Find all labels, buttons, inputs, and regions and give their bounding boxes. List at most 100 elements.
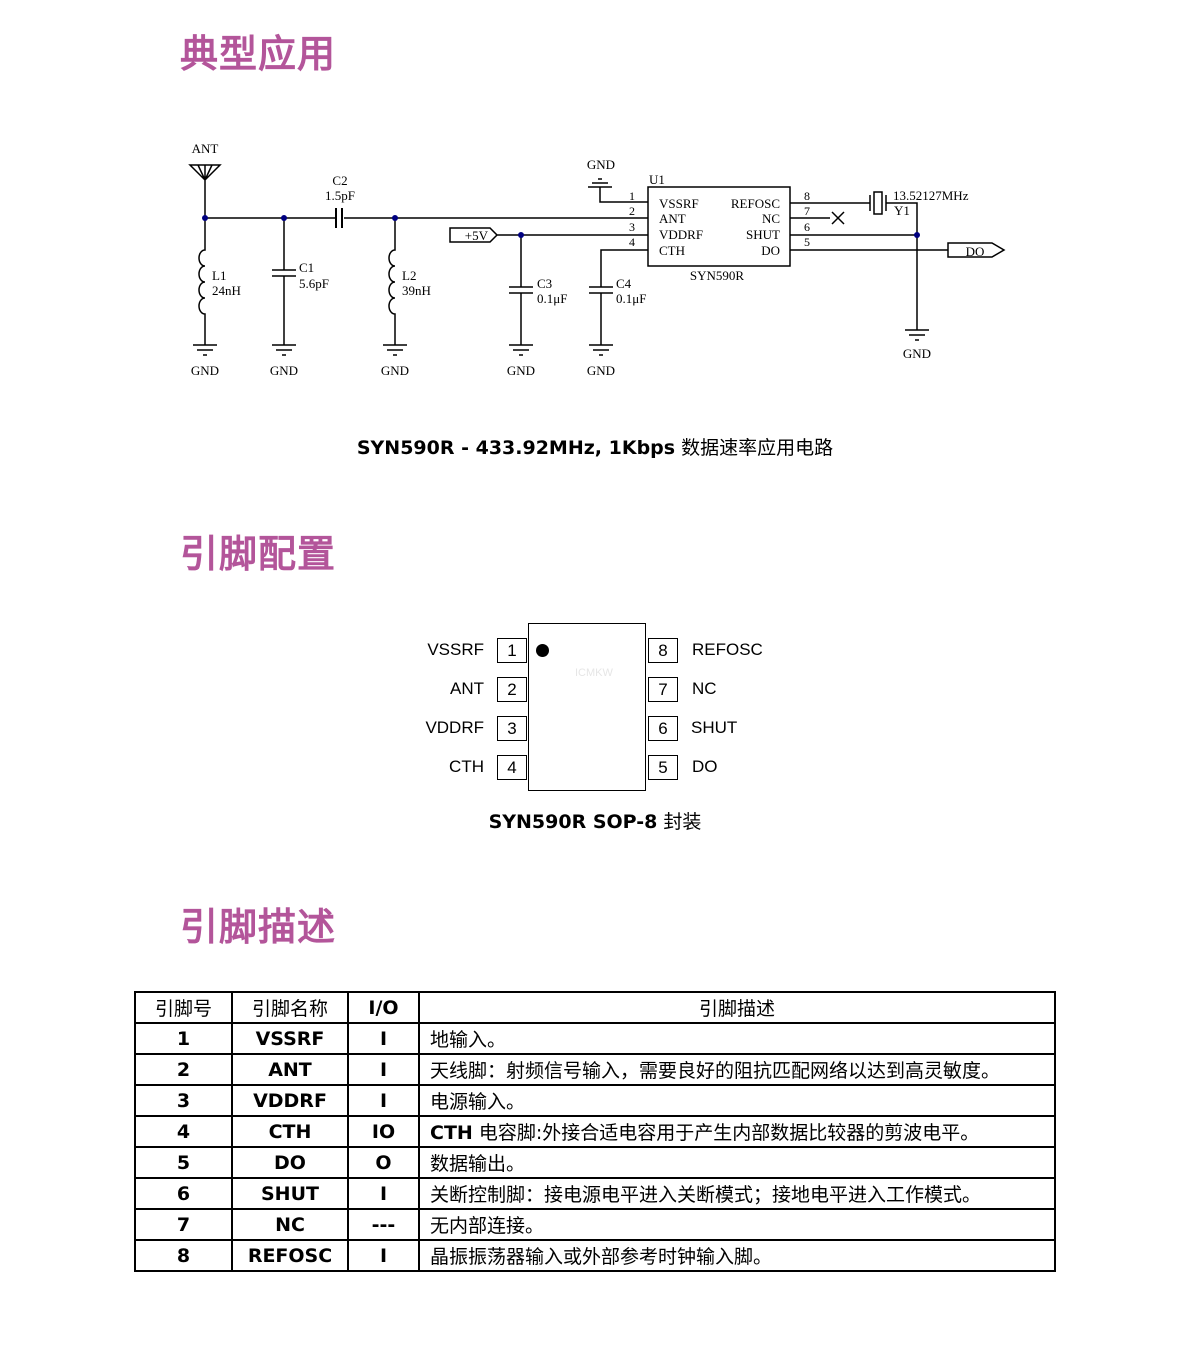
description-cell: 地输入。 [418,1022,1056,1055]
pin-name-cell: DO [231,1146,349,1179]
io-cell: I [347,1239,420,1272]
io-cell: --- [347,1208,420,1241]
io-cell: I [347,1084,420,1117]
pin-name: ANT [659,211,686,226]
description-cell: 天线脚：射频信号输入，需要良好的阻抗匹配网络以达到高灵敏度。 [418,1053,1056,1086]
c2-value: 1.5pF [325,188,355,203]
section-title-typical-application: 典型应用 [180,32,337,76]
pin-box: 5 [648,755,678,780]
caption-bold: SYN590R SOP-8 [488,811,658,833]
c1-value: 5.6pF [299,276,329,291]
watermark: ICMKW [575,667,613,679]
io-cell: I [347,1053,420,1086]
pin-box: 6 [648,716,678,741]
gnd-label: GND [903,346,931,361]
header-pin-number: 引脚号 [134,991,233,1024]
pin-name: DO [761,243,780,258]
pin-number-cell: 6 [134,1177,233,1210]
junction-dot [914,232,920,238]
pin-name: NC [762,211,780,226]
description-cell: 电源输入。 [418,1084,1056,1117]
do-port-label: DO [966,244,985,259]
application-schematic: ANT C2 1.5pF L1 24nH C1 5.6pF L2 39nH +5… [188,141,1006,378]
crystal-frequency: 13.52127MHz [893,188,969,203]
description-cell: 无内部连接。 [418,1208,1056,1241]
c4-label: C4 [616,276,632,291]
gnd-label: GND [191,363,219,378]
pin-name: REFOSC [731,196,780,211]
description-text: 天线脚：射频信号输入，需要良好的阻抗匹配网络以达到高灵敏度。 [430,1060,1001,1082]
gnd-label: GND [587,157,615,172]
pin-number: 8 [804,189,810,203]
pin1-dot [536,644,549,657]
pin-number: 7 [804,204,810,218]
pin-name: VSSRF [659,196,699,211]
gnd-label: GND [381,363,409,378]
pin-name: VDDRF [659,227,703,242]
io-cell: I [347,1022,420,1055]
pin-name: SHUT [746,227,780,242]
description-bold: CTH [430,1122,473,1144]
pin-number: 3 [629,220,635,234]
package-caption: SYN590R SOP-8 封装 [0,807,1190,834]
io-cell: IO [347,1115,420,1148]
ic-package [528,623,646,791]
pin-label: ANT [450,679,484,698]
description-text: 电容脚:外接合适电容用于产生内部数据比较器的剪波电平。 [472,1122,980,1144]
gnd-label: GND [587,363,615,378]
pin-name-cell: CTH [231,1115,349,1148]
description-text: 电源输入。 [430,1091,526,1113]
pin-number-cell: 1 [134,1022,233,1055]
pin-label: NC [692,679,717,698]
u1-label: U1 [649,172,665,187]
description-text: 地输入。 [430,1029,507,1051]
description-cell: 晶振振荡器输入或外部参考时钟输入脚。 [418,1239,1056,1272]
description-text: 数据输出。 [430,1153,526,1175]
ant-label: ANT [192,141,219,156]
junction-dot [281,215,287,221]
caption-text: 封装 [657,811,702,833]
l1-value: 24nH [212,283,241,298]
pin-box: 8 [648,638,678,663]
pin-label: CTH [449,757,484,776]
junction-dot [392,215,398,221]
pin-number-cell: 7 [134,1208,233,1241]
pin-box: 2 [497,677,527,702]
junction-dot [518,232,524,238]
table-header-row: 引脚号 引脚名称 I/O 引脚描述 [134,991,1056,1024]
c4-value: 0.1μF [616,291,646,306]
io-cell: O [347,1146,420,1179]
gnd-label: GND [507,363,535,378]
description-cell: 数据输出。 [418,1146,1056,1179]
pin-name: CTH [659,243,685,258]
description-text: 晶振振荡器输入或外部参考时钟输入脚。 [430,1246,773,1268]
c1-label: C1 [299,260,314,275]
description-text: 无内部连接。 [430,1215,545,1237]
pin-number-cell: 8 [134,1239,233,1272]
pin-label: VDDRF [425,718,484,737]
c3-value: 0.1μF [537,291,567,306]
crystal-label: Y1 [894,203,910,218]
pin-number-cell: 5 [134,1146,233,1179]
pin-name-cell: REFOSC [231,1239,349,1272]
pin-label: DO [692,757,718,776]
section-title-pin-config: 引脚配置 [180,532,337,576]
pin-number-cell: 4 [134,1115,233,1148]
l1-label: L1 [212,268,226,283]
c3-label: C3 [537,276,552,291]
header-pin-name: 引脚名称 [231,991,349,1024]
l2-label: L2 [402,268,416,283]
gnd-label: GND [270,363,298,378]
pin-box: 7 [648,677,678,702]
junction-dot [202,215,208,221]
pin-number-cell: 2 [134,1053,233,1086]
pin-box: 1 [497,638,527,663]
pin-number: 2 [629,204,635,218]
pin-label: REFOSC [692,640,763,659]
